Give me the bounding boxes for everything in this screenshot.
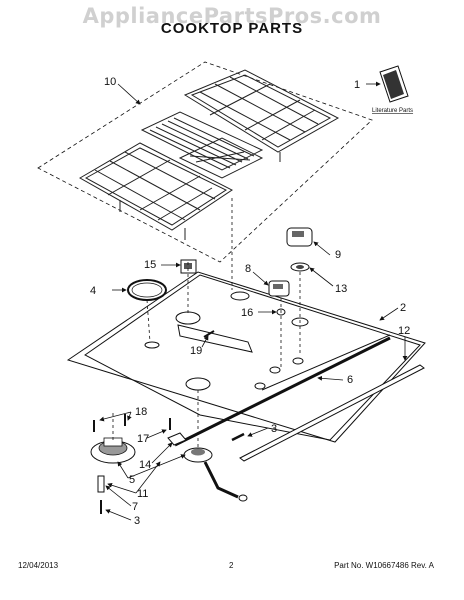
knob-bezel bbox=[290, 262, 310, 272]
callout-15: 15 bbox=[144, 259, 156, 271]
callout-6: 6 bbox=[347, 374, 353, 386]
alignment-lines bbox=[112, 198, 301, 448]
left-grate bbox=[78, 142, 233, 240]
electrode bbox=[97, 475, 105, 514]
burner-head bbox=[183, 447, 248, 502]
callout-18: 18 bbox=[135, 406, 147, 418]
footer-page-number: 2 bbox=[229, 561, 234, 570]
callout-8: 8 bbox=[245, 263, 251, 275]
callout-7: 7 bbox=[132, 501, 138, 513]
callout-1: 1 bbox=[354, 79, 360, 91]
grate-assembly bbox=[37, 61, 373, 263]
page-title: COOKTOP PARTS bbox=[160, 20, 304, 37]
screws-18 bbox=[93, 414, 171, 432]
callout-3-lower: 3 bbox=[134, 515, 140, 527]
callout-5: 5 bbox=[129, 474, 135, 486]
callout-13: 13 bbox=[335, 283, 347, 295]
screw-3 bbox=[231, 432, 245, 442]
callout-2: 2 bbox=[400, 302, 406, 314]
watermark: AppliancePartsPros.com bbox=[82, 4, 382, 28]
bracket bbox=[167, 432, 187, 446]
callout-labels: 10 1 4 15 8 9 13 16 2 19 12 6 3 18 17 14… bbox=[90, 76, 410, 527]
callout-3-upper: 3 bbox=[271, 423, 277, 435]
center-griddle bbox=[140, 111, 264, 179]
footer-date: 12/04/2013 bbox=[18, 561, 59, 570]
callout-17: 17 bbox=[137, 433, 149, 445]
gasket bbox=[127, 279, 167, 301]
callout-11: 11 bbox=[137, 488, 148, 500]
callout-12: 12 bbox=[398, 325, 410, 337]
switch-block bbox=[180, 259, 197, 274]
callout-4: 4 bbox=[90, 285, 96, 297]
cooktop-top bbox=[66, 271, 426, 443]
callout-9: 9 bbox=[335, 249, 341, 261]
right-grate bbox=[183, 69, 340, 162]
leader-lines bbox=[99, 81, 408, 521]
trim-piece bbox=[239, 364, 425, 462]
callout-19: 19 bbox=[190, 345, 202, 357]
footer-part-number: Part No. W10667486 Rev. A bbox=[334, 561, 434, 570]
trim-strip bbox=[174, 334, 391, 447]
literature-parts: Literature Parts bbox=[372, 65, 413, 114]
callout-16: 16 bbox=[241, 307, 253, 319]
literature-label: Literature Parts bbox=[372, 108, 413, 114]
callout-10: 10 bbox=[104, 76, 116, 88]
knob-small bbox=[268, 280, 290, 297]
knob-large bbox=[286, 227, 313, 247]
callout-14: 14 bbox=[139, 459, 151, 471]
burner-base bbox=[90, 437, 136, 464]
